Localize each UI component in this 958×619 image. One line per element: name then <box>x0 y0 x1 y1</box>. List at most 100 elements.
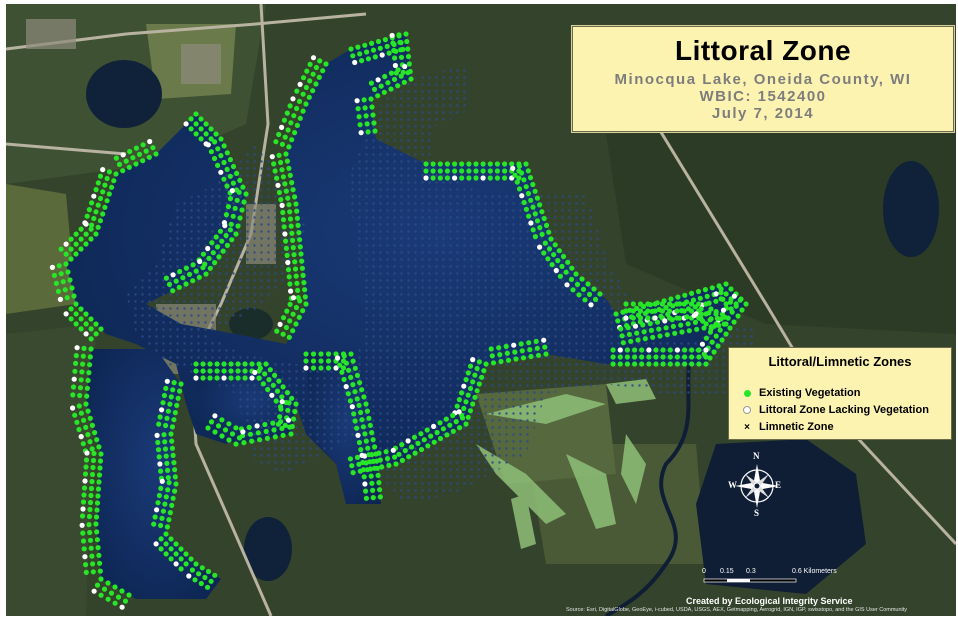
sample-point <box>534 195 541 201</box>
sample-point <box>77 392 83 399</box>
sample-point <box>652 308 658 314</box>
sample-point <box>702 287 709 293</box>
sample-point <box>457 425 463 431</box>
sample-point <box>382 37 388 43</box>
sample-point <box>240 429 246 435</box>
map-frame[interactable]: N S E W 0 0.15 0.3 0.6 Kilometers Littor… <box>6 4 956 616</box>
sample-point <box>232 205 238 211</box>
sample-point <box>93 187 99 193</box>
sample-point <box>169 445 175 451</box>
sample-point <box>294 280 300 286</box>
sample-point <box>240 184 246 190</box>
sample-point <box>723 281 729 287</box>
sample-point <box>613 311 619 317</box>
sample-point <box>299 258 305 264</box>
sample-point <box>192 577 198 583</box>
attribution-text: Source: Esri, DigitalGlobe, GeoEye, i-cu… <box>566 607 908 613</box>
sample-point <box>158 522 164 529</box>
sample-point <box>707 317 713 323</box>
sample-point <box>219 238 225 244</box>
sample-point <box>163 275 169 281</box>
sample-point <box>68 316 74 322</box>
sample-point <box>444 161 450 167</box>
sample-point <box>481 368 487 374</box>
sample-point <box>379 464 385 470</box>
sample-point <box>386 50 392 56</box>
sample-point <box>526 340 532 346</box>
sample-point <box>83 569 89 576</box>
sample-point <box>648 327 655 333</box>
sample-point <box>95 202 101 208</box>
sample-point <box>212 572 218 578</box>
sample-point <box>690 297 697 303</box>
sample-point <box>172 467 178 473</box>
sample-point <box>674 347 681 353</box>
sample-point <box>360 467 367 473</box>
sample-point <box>667 361 673 367</box>
sample-point <box>92 430 98 436</box>
sample-point <box>375 38 382 45</box>
sample-point <box>229 237 235 243</box>
sample-point <box>100 211 106 217</box>
sample-point <box>542 344 548 350</box>
sample-point <box>354 372 360 378</box>
sample-point <box>68 256 74 262</box>
sample-point <box>630 301 636 307</box>
sample-point <box>623 315 629 321</box>
credit-text: Created by Ecological Integrity Service <box>686 596 853 606</box>
sample-point <box>77 385 84 391</box>
sample-point <box>290 245 296 251</box>
sample-point <box>162 446 169 452</box>
sample-point <box>707 355 713 361</box>
sample-point <box>669 317 675 323</box>
sample-point <box>81 546 87 552</box>
sample-point <box>70 384 77 390</box>
sample-point <box>688 308 695 314</box>
sample-point <box>58 246 64 252</box>
sample-point <box>709 285 715 291</box>
sample-point <box>198 580 204 587</box>
sample-point <box>694 326 700 332</box>
sample-point <box>199 565 205 571</box>
sample-point <box>80 499 87 505</box>
sample-point <box>78 236 84 242</box>
sample-point <box>480 168 486 174</box>
sample-point <box>51 272 58 278</box>
sample-point <box>84 393 90 399</box>
sample-point <box>463 399 469 405</box>
sample-point <box>193 268 199 274</box>
sample-point <box>459 415 466 421</box>
sample-point <box>147 138 153 145</box>
sample-point <box>307 61 313 67</box>
sample-point <box>242 375 248 381</box>
sample-point <box>310 71 316 77</box>
sample-point <box>106 169 112 175</box>
sample-point <box>355 432 361 438</box>
sample-point <box>172 488 178 494</box>
sample-point <box>78 306 84 312</box>
sample-point <box>348 351 354 357</box>
sample-point <box>221 361 227 367</box>
sample-point <box>679 329 685 335</box>
sample-point <box>516 163 522 169</box>
sample-point <box>363 488 369 494</box>
sample-point <box>450 428 456 434</box>
sample-point <box>363 401 369 407</box>
scale-bar <box>703 578 797 583</box>
sample-point <box>359 387 365 393</box>
sample-point <box>53 280 60 286</box>
sample-point <box>459 161 465 167</box>
sample-point <box>87 537 94 543</box>
sample-point <box>235 368 241 374</box>
sample-point <box>453 419 459 425</box>
sample-point <box>273 398 279 404</box>
sample-point <box>279 394 285 400</box>
sample-point <box>376 480 382 486</box>
sample-point <box>301 280 307 286</box>
sample-point <box>300 91 306 97</box>
sample-point <box>467 385 474 392</box>
legend-label: Existing Vegetation <box>759 387 861 399</box>
sample-point <box>674 354 681 360</box>
sample-point <box>639 361 645 367</box>
sample-point <box>280 384 286 390</box>
